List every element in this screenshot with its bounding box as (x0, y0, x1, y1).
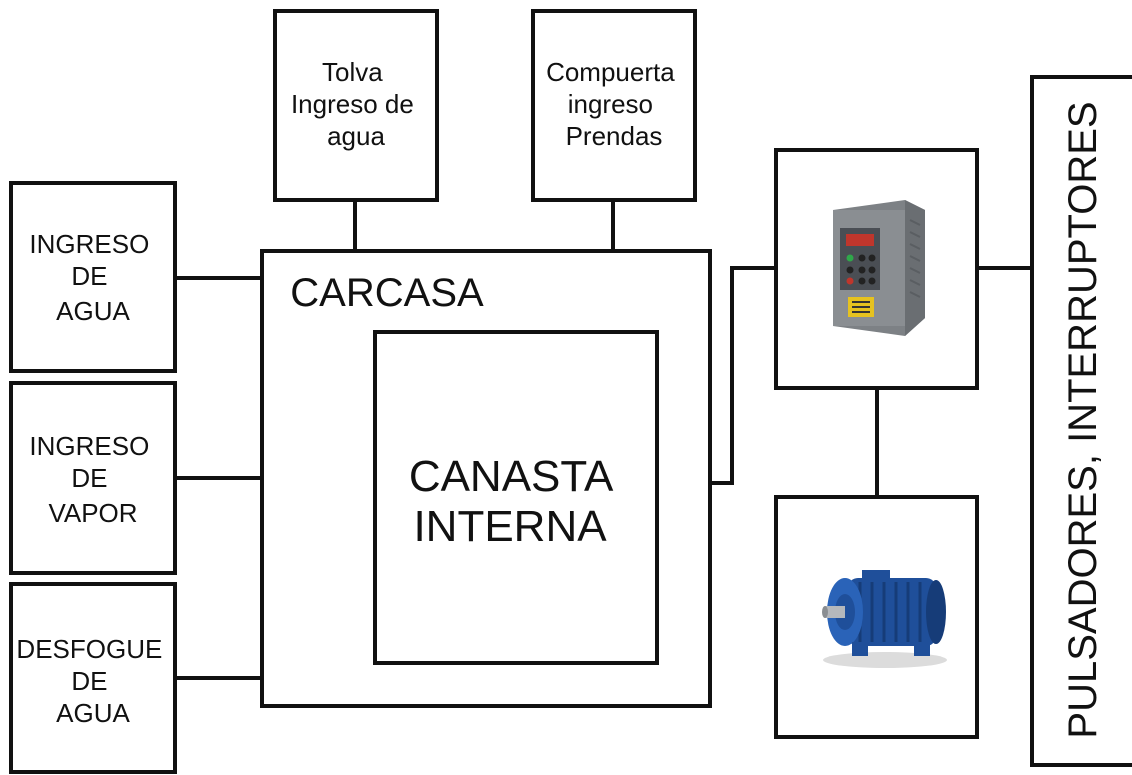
tolva-box: Tolva Ingreso de agua (273, 9, 439, 202)
panel-label: PULSADORES, INTERRUPTORES (1061, 101, 1105, 738)
desfogue-box: DESFOGUE DE AGUA (9, 582, 177, 774)
motor-box (774, 495, 979, 739)
canasta-box: CANASTA INTERNA (373, 330, 659, 665)
variador-box (774, 148, 979, 390)
compuerta-box: Compuerta ingreso Prendas (531, 9, 697, 202)
ingreso-agua-box: INGRESO DE AGUA (9, 181, 177, 373)
canasta-label: CANASTA INTERNA (409, 452, 623, 551)
connections (175, 200, 1032, 680)
panel-box: PULSADORES, INTERRUPTORES (1030, 75, 1132, 767)
electric-motor-icon (822, 570, 947, 668)
ingreso-vapor-box: INGRESO DE VAPOR (9, 381, 177, 575)
ingreso-agua-label: INGRESO DE AGUA (29, 229, 156, 326)
tolva-label: Tolva Ingreso de agua (291, 57, 421, 151)
compuerta-label: Compuerta ingreso Prendas (546, 57, 682, 151)
carcasa-label: CARCASA (290, 271, 484, 315)
carcasa-variador-wire (710, 266, 776, 485)
ingreso-vapor-label: INGRESO DE VAPOR (29, 431, 156, 528)
frequency-inverter-icon (833, 200, 925, 336)
desfogue-label: DESFOGUE DE AGUA (16, 634, 169, 728)
